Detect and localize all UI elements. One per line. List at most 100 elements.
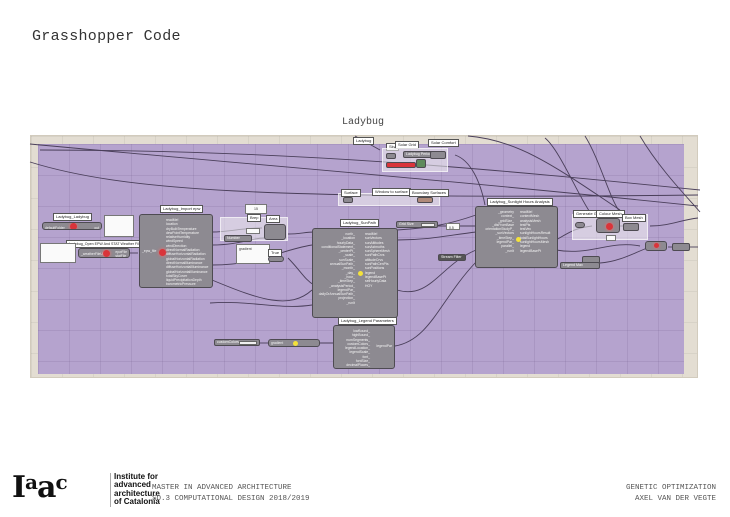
param-label: sunPathCrvs	[365, 253, 385, 258]
custom-colors-slider[interactable]: customColors	[214, 339, 260, 346]
param-label: hourlyData_	[336, 240, 355, 245]
colour-mesh-component[interactable]	[596, 218, 620, 233]
url-panel[interactable]	[40, 243, 76, 263]
sky-component[interactable]	[430, 151, 446, 159]
brep-param[interactable]	[246, 228, 260, 234]
program-line: MASTER IN ADVANCED ARCHITECTURE	[152, 484, 292, 492]
project-title: GENETIC OPTIMIZATION	[625, 484, 716, 492]
output-label: epwFile	[115, 250, 127, 254]
output-component[interactable]	[672, 243, 690, 251]
institute-line: advanced	[114, 480, 151, 490]
legend-slider[interactable]: Legend Max	[560, 262, 600, 269]
error-param[interactable]	[386, 162, 416, 168]
number-slider[interactable]: Number	[224, 235, 252, 242]
param-label: directNormalIlluminance	[166, 260, 203, 265]
geometry-param[interactable]	[575, 222, 585, 228]
param-label: globalHorizontalIlluminance	[166, 269, 208, 274]
preview-component[interactable]	[416, 159, 426, 168]
open-epw-tag: Ladybug_Open EPW And STAT Weather Files	[66, 240, 146, 248]
param-label: legendPar	[376, 344, 392, 348]
param-label: legend	[520, 244, 531, 249]
param-label: fontSize_	[355, 359, 370, 364]
run-toggle[interactable]	[268, 256, 284, 262]
param-label: dryBulbTemperature	[166, 226, 197, 231]
param-label: selHourlyData	[365, 279, 387, 284]
param-label: north_	[345, 232, 355, 236]
param-label: relativeHumidity	[166, 235, 191, 240]
page-title: Grasshopper Code	[32, 28, 181, 45]
param-label: sunSphereMesh	[365, 249, 390, 254]
import-epw-tag: Ladybug_Import epw	[160, 205, 204, 213]
param-label: _runIt	[505, 248, 514, 253]
panel-header: gradient	[239, 247, 252, 251]
gradient-panel[interactable]: gradient	[236, 244, 270, 264]
param-label: sunVectors	[365, 236, 382, 241]
param-label: removeLessThan_	[338, 368, 370, 369]
param-label: sunAltitudes	[365, 240, 384, 245]
param-label: _disFromBase	[492, 222, 514, 227]
param-label: dewPointTemperature	[166, 230, 199, 235]
param-label: legendPar_	[337, 287, 355, 292]
area-component[interactable]	[264, 224, 286, 240]
param-label: altitudeCrvs	[365, 257, 383, 262]
slider-track	[421, 223, 435, 227]
param-label: testPts	[520, 222, 531, 227]
sunlight-hours-tag: Ladybug_Sunlight Hours Analysis	[487, 198, 553, 206]
small-panel[interactable]: 0.5	[446, 223, 460, 230]
filter-component[interactable]	[645, 241, 667, 251]
institute-name: Institute for advanced architecture of C…	[110, 472, 160, 507]
param-label: globalHorizontalRadiation	[166, 256, 205, 261]
param-label: location	[166, 222, 178, 227]
institute-line: architecture	[114, 488, 160, 498]
param-label: modelYear	[166, 287, 208, 288]
param-label: sunPositions	[365, 266, 385, 271]
project-info: GENETIC OPTIMIZATION AXEL VAN DER VEGTE	[626, 483, 716, 505]
param-label: sunlightHoursMesh	[520, 240, 550, 245]
window-tag: Window to surface	[372, 188, 411, 196]
param-label: legendPar_	[496, 240, 514, 245]
param-label: sunScale_	[339, 257, 355, 262]
input-label: defaultFolder	[45, 226, 65, 230]
input-label: _epw_file	[142, 249, 157, 253]
param-label: _month_	[341, 266, 355, 271]
box-mesh-tag: Box Mesh	[622, 214, 646, 222]
slider-label: Ladybug Period	[406, 152, 432, 156]
output-label: out	[94, 226, 99, 230]
color-icon	[293, 341, 298, 346]
second-slider[interactable]: Grid Size	[396, 221, 438, 228]
surface-param[interactable]	[343, 197, 353, 203]
param-label: parallel_	[501, 244, 514, 249]
ladybug-ladybug-component[interactable]: defaultFolder out	[42, 222, 102, 230]
param-label: _runIt	[346, 300, 355, 305]
boundary-component[interactable]	[417, 197, 433, 203]
value-panel[interactable]: 15	[245, 204, 267, 214]
param-label: orientationStudyP_	[485, 227, 514, 232]
stream-filter[interactable]: Stream Filter	[438, 254, 466, 261]
box-mesh-component[interactable]	[623, 223, 639, 231]
param-label: _hour_	[344, 274, 355, 279]
gradient-component[interactable]: gradient	[268, 339, 320, 347]
slider-track	[239, 341, 257, 345]
param-label: testVec	[520, 227, 532, 232]
param-label: decimalPlaces_	[346, 363, 370, 368]
param-label: font_	[362, 354, 370, 359]
error-dot-icon	[159, 249, 166, 256]
param-label: totalSunlightHours	[520, 235, 548, 240]
toggle-param[interactable]	[386, 153, 396, 159]
param-label: _centerPt_	[338, 249, 355, 254]
param-label: windSpeed	[166, 239, 183, 244]
readme-panel[interactable]	[104, 215, 134, 237]
sun-icon	[358, 271, 363, 276]
iaac-logo: Iaac	[12, 470, 68, 505]
param-label: dailyOrAnnualSunPath_	[318, 292, 355, 297]
legend-par-component[interactable]: lowBound_highBound_numSegments_customCol…	[333, 325, 395, 369]
ladybug-tag: Ladybug	[353, 137, 375, 145]
mini-panel[interactable]	[606, 235, 616, 241]
